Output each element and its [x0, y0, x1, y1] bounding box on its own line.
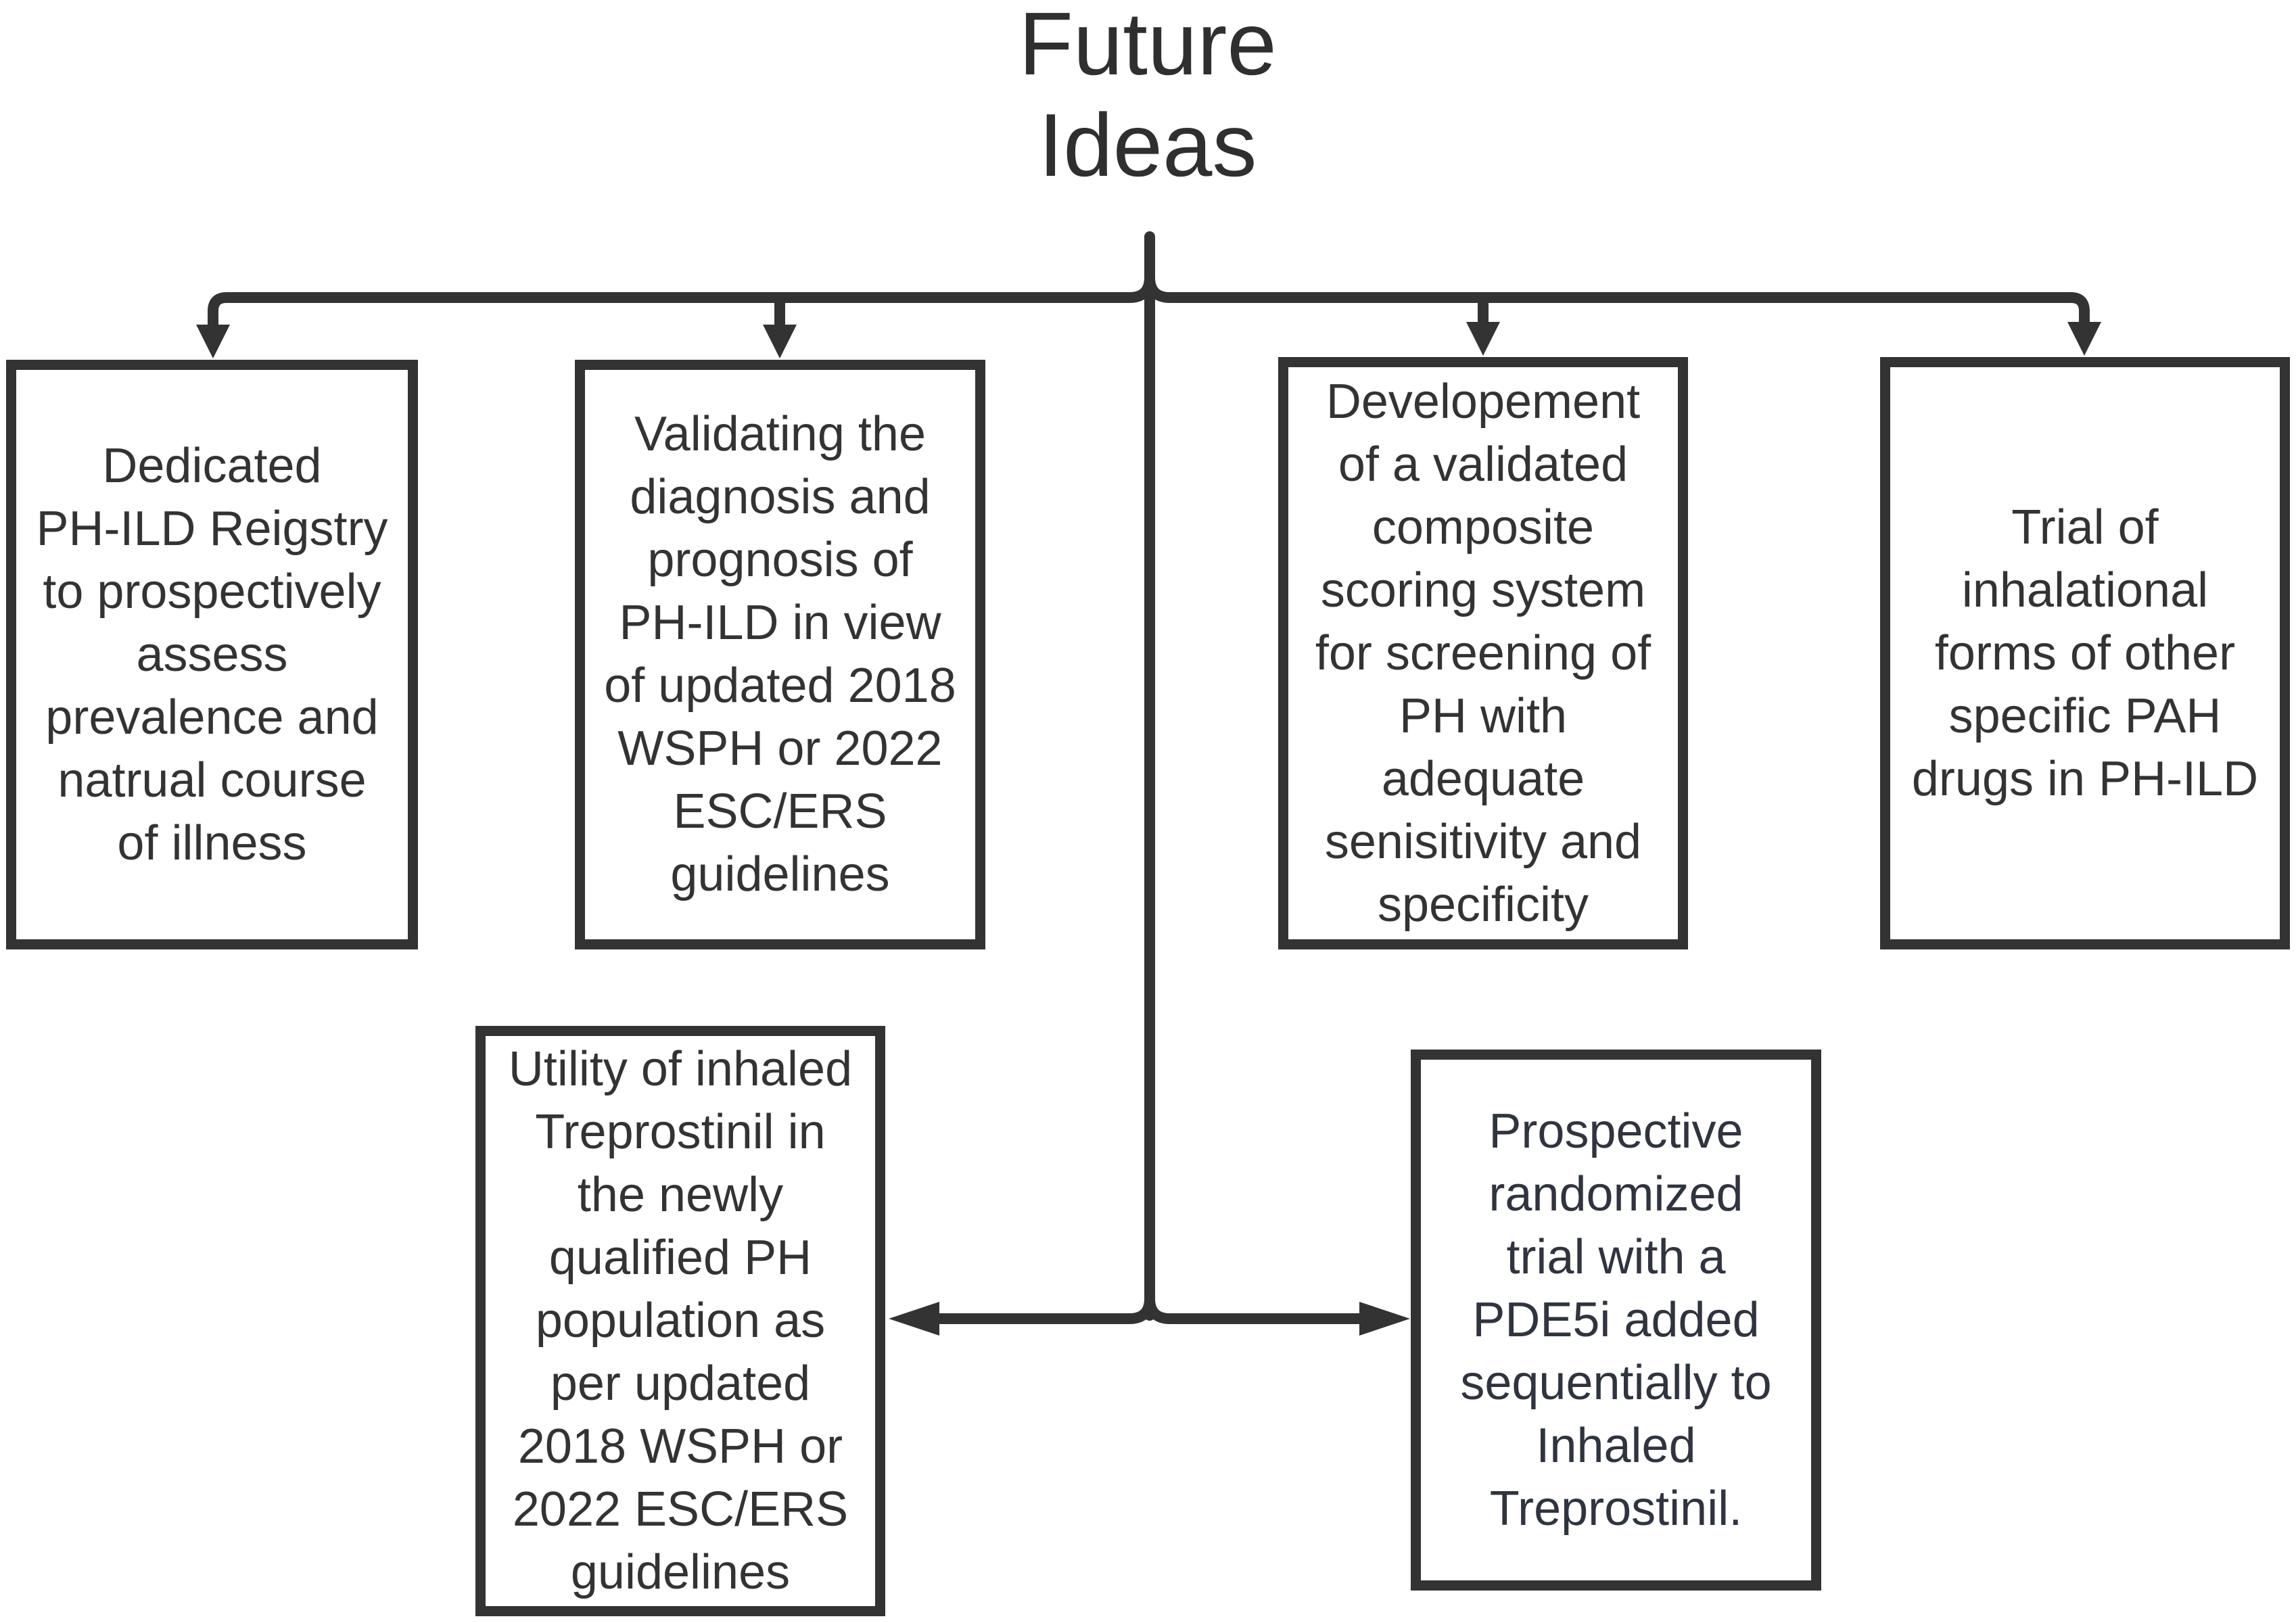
title-line-1: Future	[1018, 0, 1277, 93]
box-text: Validating the diagnosis and prognosis o…	[604, 407, 956, 901]
box-inhalational-pah-drugs: Trial of inhalational forms of other spe…	[1880, 357, 2290, 949]
box-inhaled-treprostinil-utility: Utility of inhaled Treprostinil in the n…	[475, 1026, 885, 1616]
top-branch-left	[208, 272, 1155, 335]
arrow-head-box-2	[763, 325, 797, 358]
arrow-head-box-3	[1466, 322, 1500, 356]
box-text: Utility of inhaled Treprostinil in the n…	[508, 1042, 853, 1599]
box-validating-diagnosis: Validating the diagnosis and prognosis o…	[575, 360, 985, 949]
arrow-head-box-6	[1359, 1302, 1410, 1336]
box-pde5i-trial: Prospective randomized trial with a PDE5…	[1411, 1050, 1821, 1591]
box-ph-ild-registry: Dedicated PH-ILD Reigstry to prospective…	[6, 360, 418, 949]
bottom-branch-right	[1144, 1293, 1372, 1324]
box-text: Developement of a validated composite sc…	[1315, 374, 1651, 932]
top-branch-right	[1144, 272, 2090, 335]
arrow-head-box-5	[889, 1302, 939, 1336]
title-line-2: Ideas	[1038, 95, 1257, 195]
box-text: Trial of inhalational forms of other spe…	[1911, 500, 2259, 806]
arrow-head-box-1	[196, 325, 230, 358]
arrow-head-box-4	[2067, 322, 2101, 356]
bottom-branch-left	[928, 1293, 1155, 1324]
box-composite-scoring-system: Developement of a validated composite sc…	[1278, 357, 1688, 949]
box-text: Dedicated PH-ILD Reigstry to prospective…	[36, 438, 388, 870]
box-text: Prospective randomized trial with a PDE5…	[1460, 1104, 1772, 1536]
diagram-title: Future Ideas	[877, 0, 1418, 196]
